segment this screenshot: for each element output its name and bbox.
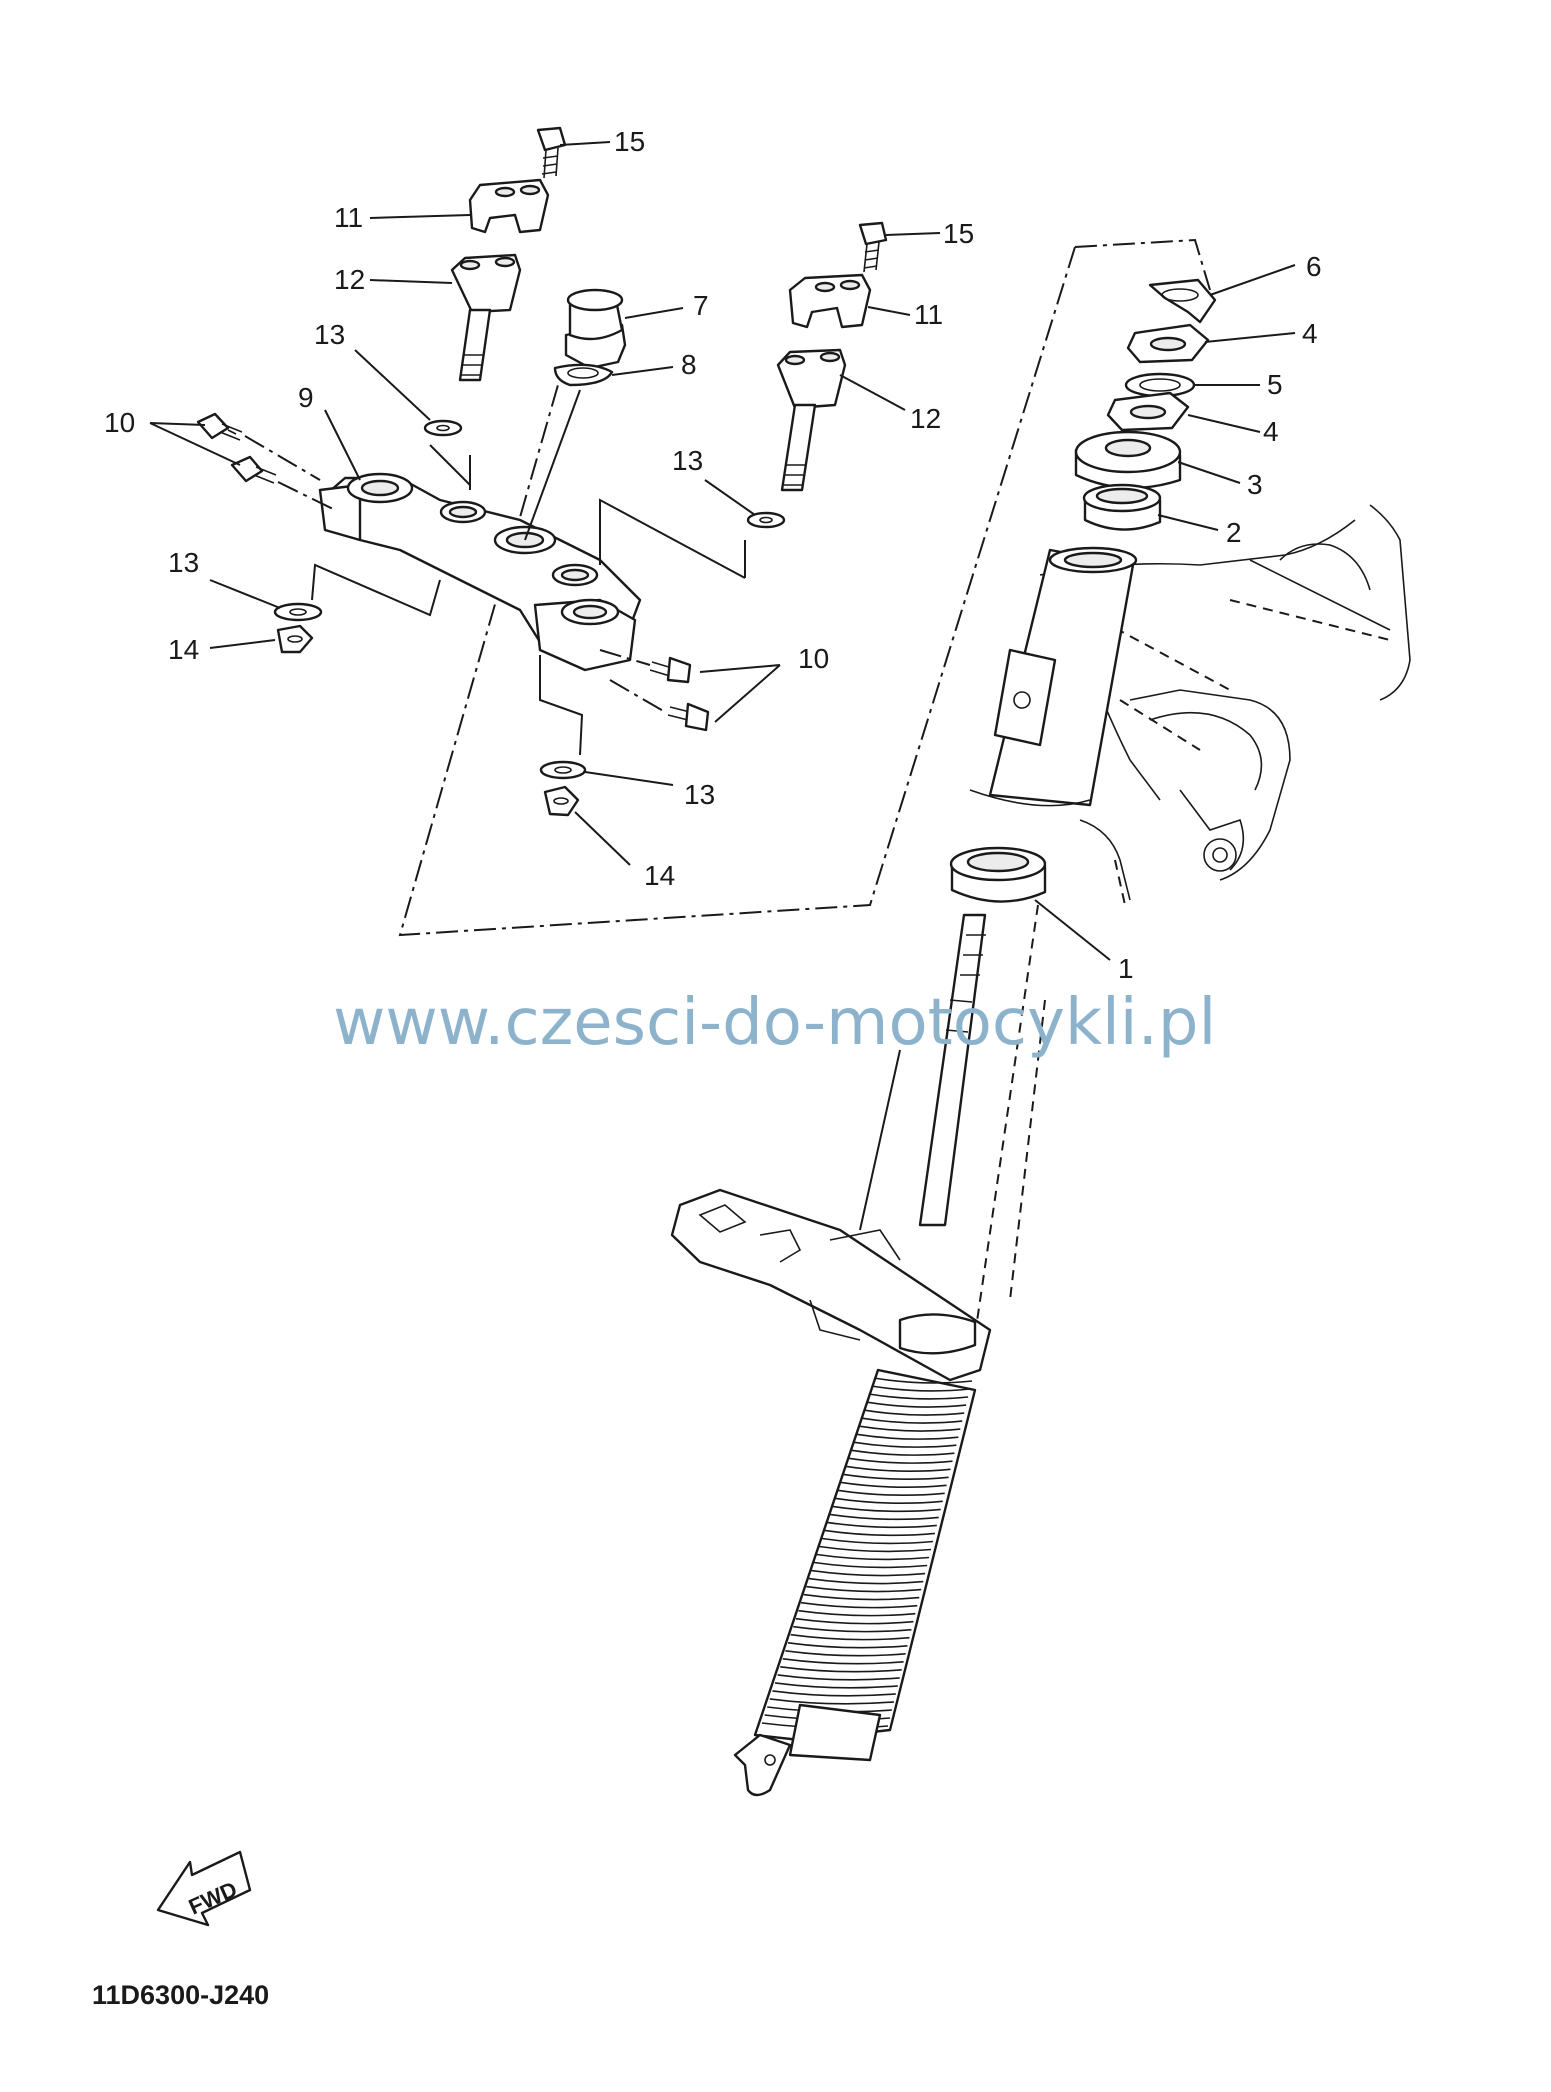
part-10-bolts-left xyxy=(196,412,336,511)
callout-13: 13 xyxy=(168,547,199,578)
callout-6: 6 xyxy=(1306,251,1322,282)
callout-13: 13 xyxy=(672,445,703,476)
watermark-url: www.czesci-do-motocykli.pl xyxy=(333,986,1216,1060)
callout-10: 10 xyxy=(798,643,829,674)
callout-4: 4 xyxy=(1302,318,1318,349)
callout-11: 11 xyxy=(914,299,943,330)
callout-12: 12 xyxy=(910,403,941,434)
part-13-washer-b xyxy=(273,602,323,622)
callout-11: 11 xyxy=(334,202,363,233)
callout-3: 3 xyxy=(1247,469,1263,500)
callout-15: 15 xyxy=(614,126,645,157)
callout-2: 2 xyxy=(1226,517,1242,548)
callout-1: 1 xyxy=(1118,953,1134,984)
callout-13: 13 xyxy=(314,319,345,350)
part-12-holder-lower-left xyxy=(450,253,522,382)
callout-14: 14 xyxy=(168,634,199,665)
part-3-dust-cover xyxy=(1074,430,1182,490)
callout-9: 9 xyxy=(298,382,314,413)
part-14-nut-left xyxy=(276,624,314,654)
part-1-lower-bearing xyxy=(949,846,1047,903)
part-15-bolt-right xyxy=(858,221,888,273)
assembly-boundary-line xyxy=(398,238,1211,937)
callout-8: 8 xyxy=(681,349,697,380)
part-4-ring-nut-lower xyxy=(1106,391,1190,432)
callout-numbers: 15 11 12 13 10 9 13 14 7 8 15 11 12 13 1… xyxy=(104,126,1322,984)
callout-7: 7 xyxy=(693,290,709,321)
callout-4: 4 xyxy=(1263,416,1279,447)
fork-boot xyxy=(753,1368,977,1762)
steering-stem xyxy=(859,904,1046,1336)
left-guide-line xyxy=(311,563,441,617)
part-13-washer-d xyxy=(539,760,587,780)
part-11-holder-cap-right xyxy=(788,273,872,329)
part-8-washer xyxy=(553,363,614,387)
stack-guide-right xyxy=(599,498,746,579)
callout-5: 5 xyxy=(1267,369,1283,400)
part-11-holder-cap-left xyxy=(468,178,550,234)
part-9-upper-bracket xyxy=(318,472,642,672)
part-15-bolt-left xyxy=(536,126,567,179)
callout-15: 15 xyxy=(943,218,974,249)
right-guide-line xyxy=(539,655,584,756)
callout-13: 13 xyxy=(684,779,715,810)
part-10-bolts-right xyxy=(599,649,710,732)
part-13-washer-a xyxy=(423,419,463,437)
part-14-nut-right xyxy=(543,785,580,817)
cable-guide-bracket xyxy=(733,1733,792,1797)
drawing-code: 11D6300-J240 xyxy=(92,1980,269,2010)
part-13-washer-c xyxy=(746,511,786,529)
callout-10: 10 xyxy=(104,407,135,438)
fwd-arrow-icon: FWD xyxy=(156,1850,252,1927)
frame-outline xyxy=(969,504,1411,906)
part-2-upper-bearing xyxy=(1082,483,1162,531)
callout-14: 14 xyxy=(644,860,675,891)
under-bracket xyxy=(670,1188,992,1382)
callout-12: 12 xyxy=(334,264,365,295)
part-4-ring-nut-upper xyxy=(1126,323,1210,364)
part-5-washer xyxy=(1124,372,1196,398)
leader-lines xyxy=(149,141,1296,961)
part-12-holder-lower-right xyxy=(776,348,847,492)
nut-guide-line xyxy=(524,389,581,541)
part-6-lock-washer xyxy=(1148,278,1217,324)
stack-guide-left xyxy=(429,444,471,490)
part-7-cap-nut xyxy=(564,288,627,370)
